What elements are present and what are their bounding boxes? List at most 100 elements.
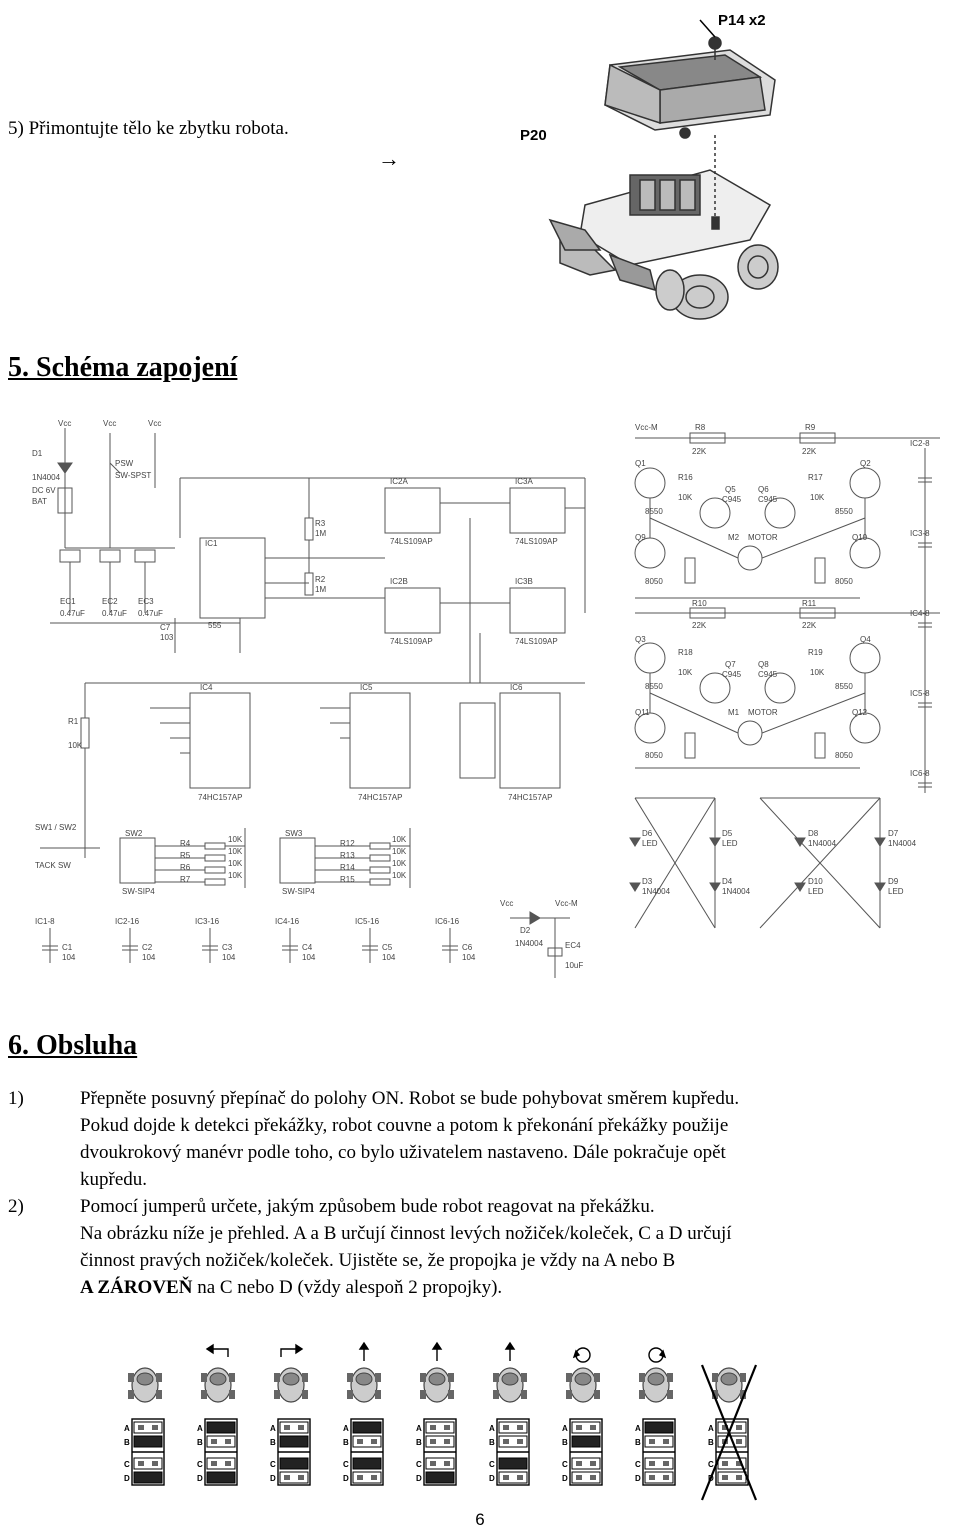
label-r18-val: 10K <box>678 668 693 677</box>
label-ec4-val: 10uF <box>565 961 583 970</box>
label-d5: D5 <box>722 829 733 838</box>
jumper-label: D <box>124 1474 130 1483</box>
label-ec2: EC2 <box>102 597 118 606</box>
label-ic1: IC1 <box>205 539 218 548</box>
jumper-label: A <box>197 1424 203 1433</box>
jumper-label: B <box>343 1438 349 1447</box>
label-c5: C5 <box>382 943 393 952</box>
label-ic5: IC5 <box>360 683 373 692</box>
label-c6: C6 <box>462 943 473 952</box>
label-c3: C3 <box>222 943 233 952</box>
robot-icon <box>566 1367 600 1403</box>
instruction-1-number: 1) <box>8 1088 24 1109</box>
jumper-label: C <box>124 1460 130 1469</box>
instruction-1: 1) Přepněte posuvný přepínač do polohy O… <box>8 1085 953 1193</box>
label-psw-type: SW-SPST <box>115 471 151 480</box>
label-d1: D1 <box>32 449 43 458</box>
instruction-2-number: 2) <box>8 1196 24 1217</box>
label-bat: BAT <box>32 497 47 506</box>
label-r17: R17 <box>808 473 823 482</box>
label-ec4: EC4 <box>565 941 581 950</box>
label-q11: Q11 <box>635 708 650 717</box>
label-r9-val: 22K <box>802 447 817 456</box>
label-d10: D10 <box>808 877 823 886</box>
robot-icon <box>347 1367 381 1403</box>
label-q9-part: 8050 <box>645 577 663 586</box>
label-q3-part: 8550 <box>645 682 663 691</box>
label-tack-sw: TACK SW <box>35 861 71 870</box>
robot-icon <box>712 1367 746 1403</box>
jumper-label: C <box>489 1460 495 1469</box>
label-q4: Q4 <box>860 635 871 644</box>
label-q10: Q10 <box>852 533 868 542</box>
section-5-title: 5. Schéma zapojení <box>8 352 238 383</box>
label-q11-part: 8050 <box>645 751 663 760</box>
jumper-label: B <box>708 1438 714 1447</box>
direction-arrow-icon <box>504 1341 516 1361</box>
label-r15: R15 <box>340 875 355 884</box>
direction-arrow-icon <box>205 1343 229 1357</box>
label-q6-part: C945 <box>758 495 778 504</box>
jumper-label: D <box>416 1474 422 1483</box>
jumper-configurations: ABCDABCDABCDABCDABCDABCDABCDABCDABCD <box>124 1341 758 1501</box>
label-sw3-type: SW-SIP4 <box>282 887 315 896</box>
label-ic1-8: IC1-8 <box>35 917 55 926</box>
label-ic4: IC4 <box>200 683 213 692</box>
label-r17-val: 10K <box>810 493 825 502</box>
label-d8-type: 1N4004 <box>808 839 837 848</box>
label-d8: D8 <box>808 829 819 838</box>
jumper-label: B <box>124 1438 130 1447</box>
instructions: 1) Přepněte posuvný přepínač do polohy O… <box>8 1085 953 1301</box>
label-r2: R2 <box>315 575 326 584</box>
label-r16-val: 10K <box>678 493 693 502</box>
label-sw3: SW3 <box>285 829 303 838</box>
label-c1: C1 <box>62 943 73 952</box>
label-ic3a-part: 74LS109AP <box>515 537 558 546</box>
label-r3-val: 1M <box>315 529 326 538</box>
label-q8: Q8 <box>758 660 769 669</box>
label-vcc-3: Vcc <box>148 419 161 428</box>
label-r7: R7 <box>180 875 191 884</box>
instruction-2-line-2: Na obrázku níže je přehled. A a B určují… <box>80 1223 732 1244</box>
instruction-1-line-2: Pokud dojde k detekci překážky, robot co… <box>80 1115 729 1136</box>
label-q9: Q9 <box>635 533 646 542</box>
label-m2-motor: MOTOR <box>748 533 778 542</box>
robot-icon <box>274 1367 308 1403</box>
label-r1-val: 10K <box>68 741 83 750</box>
label-c7: C7 <box>160 623 171 632</box>
jumper-label: B <box>635 1438 641 1447</box>
label-vcc-m-right: Vcc-M <box>635 423 658 432</box>
label-c5-val: 104 <box>382 953 396 962</box>
label-q1-part: 8550 <box>645 507 663 516</box>
label-c1-val: 104 <box>62 953 76 962</box>
label-r3: R3 <box>315 519 326 528</box>
jumper-label: C <box>635 1460 641 1469</box>
jumper-label: C <box>708 1460 714 1469</box>
instruction-2-line-4-rest: na C nebo D (vždy alespoň 2 propojky). <box>192 1277 503 1298</box>
jumper-label: B <box>197 1438 203 1447</box>
label-sw1-sw2: SW1 / SW2 <box>35 823 77 832</box>
direction-arrow-icon <box>572 1347 591 1363</box>
label-ic2-8: IC2-8 <box>910 439 930 448</box>
label-c7-val: 103 <box>160 633 174 642</box>
label-r8-val: 22K <box>692 447 707 456</box>
jumper-label: D <box>197 1474 203 1483</box>
label-r14-val: 10K <box>392 859 407 868</box>
label-q8-part: C945 <box>758 670 778 679</box>
label-ic4-8: IC4-8 <box>910 609 930 618</box>
label-bat-v: DC 6V <box>32 486 56 495</box>
jumper-label: A <box>270 1424 276 1433</box>
label-d4: D4 <box>722 877 733 886</box>
direction-arrow-icon <box>648 1347 667 1363</box>
robot-assembly-illustration: P14 x2 P20 <box>520 12 779 320</box>
step-5-text: 5) Přimontujte tělo ke zbytku robota. <box>8 118 289 139</box>
label-q1: Q1 <box>635 459 646 468</box>
jumper-label: A <box>489 1424 495 1433</box>
label-r4-val: 10K <box>228 835 243 844</box>
label-p20: P20 <box>520 127 547 144</box>
label-c4-val: 104 <box>302 953 316 962</box>
label-ec1: EC1 <box>60 597 76 606</box>
